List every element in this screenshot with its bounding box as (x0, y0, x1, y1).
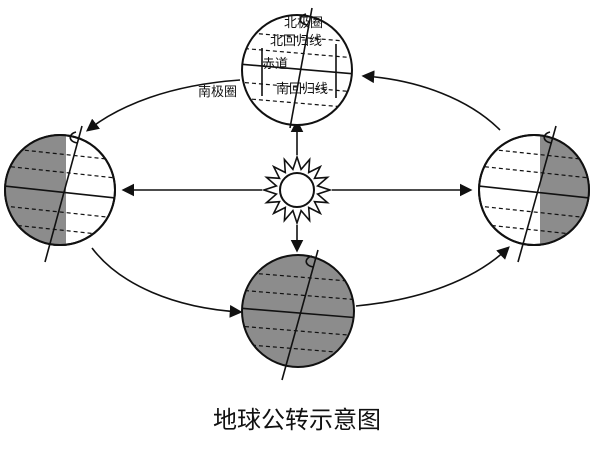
label-tropic-of-capricorn: 南回归线 (276, 81, 328, 97)
orbit-arrow-top-to-left (85, 79, 241, 132)
orbit-arrows (85, 70, 510, 318)
earth-bottom (241, 249, 355, 381)
orbit-arrow-right-to-top (361, 70, 501, 131)
earth-top: 北极圈 北回归线 赤道 南回归线 南极圈 (198, 7, 353, 129)
label-antarctic-circle: 南极圈 (198, 84, 237, 100)
diagram-caption: 地球公转示意图 (213, 406, 381, 434)
sun-icon (261, 154, 333, 226)
orbit-arrow-left-to-bottom (91, 247, 243, 318)
night-side-right (540, 135, 589, 245)
earth-right (478, 125, 590, 263)
sunlight-arrows (121, 119, 473, 253)
label-tropic-of-cancer: 北回归线 (270, 34, 322, 49)
orbit-arrow-bottom-to-right (355, 246, 510, 307)
label-arctic-circle: 北极圈 (284, 16, 323, 31)
earth-left (4, 125, 116, 263)
night-side-left (5, 135, 66, 245)
label-equator: 赤道 (262, 57, 288, 72)
